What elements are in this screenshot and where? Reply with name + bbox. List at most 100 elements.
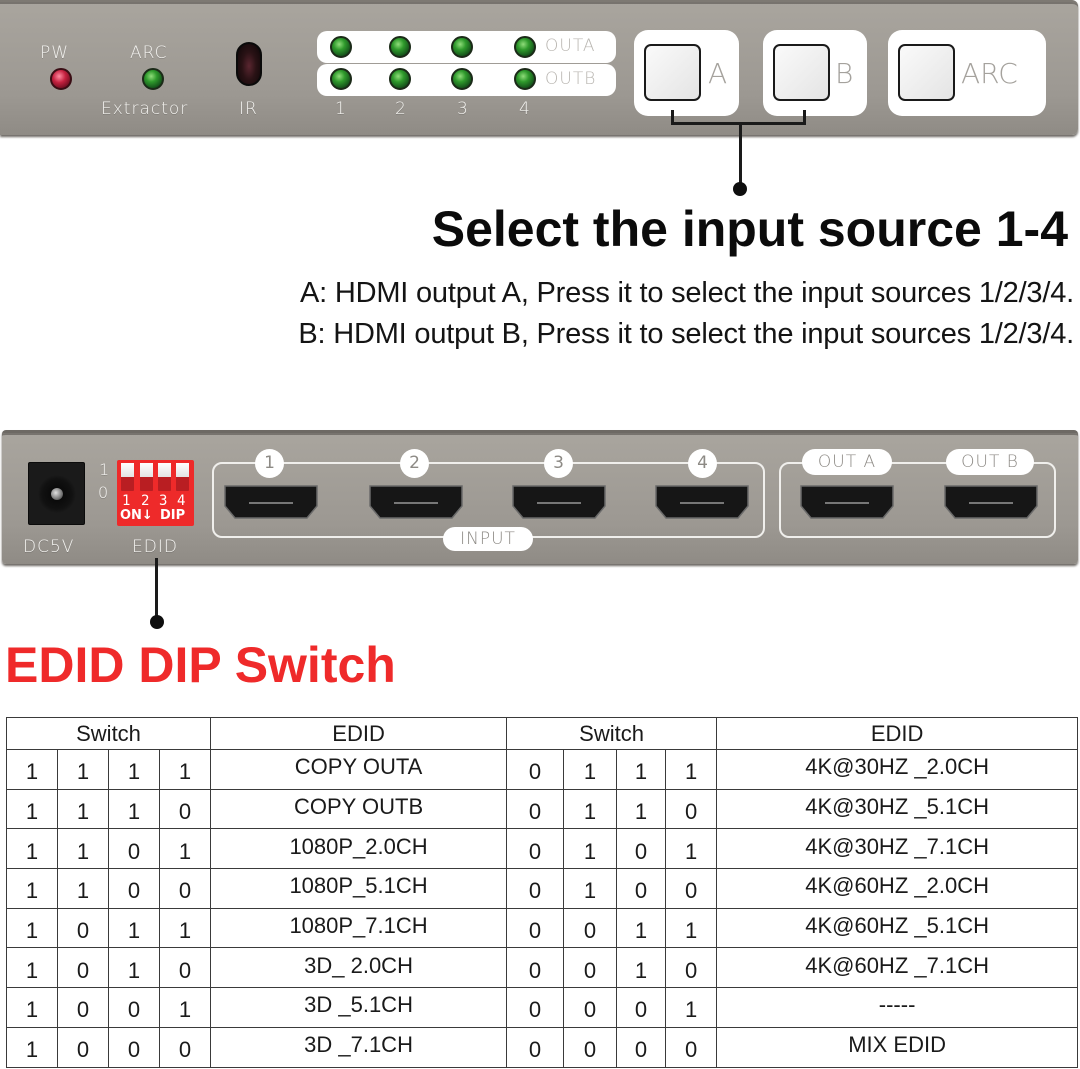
- switch-bit: 0: [57, 907, 109, 949]
- button-b-key-icon[interactable]: [773, 44, 830, 101]
- switch-bit: 1: [108, 947, 160, 989]
- dip-knob-2-icon[interactable]: [140, 463, 153, 477]
- switch-bit: 1: [6, 749, 58, 790]
- table-row: 1 0 0 0 3D _7.1CH 0 0 0 0 MIX EDID: [6, 1026, 1079, 1068]
- dip-knob-1-icon[interactable]: [121, 463, 134, 477]
- dc-jack-pin-icon: [51, 488, 63, 500]
- edid-value: 3D_ 2.0CH: [210, 947, 508, 989]
- header-edid-right: EDID: [716, 717, 1079, 750]
- button-a-label: A: [708, 57, 728, 90]
- switch-bit: 1: [616, 907, 667, 949]
- switch-bit: 0: [665, 1026, 718, 1068]
- edid-dip-switch[interactable]: 1 2 3 4 ON↓ DIP: [117, 460, 194, 526]
- led-outa-4-icon: [514, 36, 536, 58]
- power-label: PW: [40, 43, 70, 63]
- switch-bit: 1: [158, 828, 212, 870]
- switch-bit: 1: [6, 907, 58, 949]
- switch-bit: 0: [563, 987, 618, 1028]
- dip-state-1-label: 1: [99, 460, 111, 479]
- switch-bit: 0: [665, 868, 718, 909]
- edid-table: Switch EDID Switch EDID 1 1 1 1 COPY OUT…: [5, 717, 1079, 1068]
- table-row: 1 1 0 1 1080P_2.0CH 0 1 0 1 4K@30HZ _7.1…: [6, 828, 1079, 870]
- dip-slot-4[interactable]: [176, 463, 189, 491]
- switch-bit: 1: [616, 947, 667, 989]
- switch-bit: 1: [6, 1026, 58, 1068]
- hdmi-input-3-port-icon: [512, 485, 606, 519]
- edid-value: 4K@30HZ _7.1CH: [716, 828, 1079, 870]
- hdmi-out-a-port-icon: [800, 485, 894, 519]
- switch-bit: 0: [108, 868, 160, 909]
- edid-value: 4K@60HZ _2.0CH: [716, 868, 1079, 909]
- switch-bit: 1: [563, 788, 618, 830]
- edid-value: COPY OUTB: [210, 788, 508, 830]
- input-source-heading: Select the input source 1-4: [431, 201, 1068, 257]
- switch-bit: 0: [563, 1026, 618, 1068]
- table-row: 1 1 0 0 1080P_5.1CH 0 1 0 0 4K@60HZ _2.0…: [6, 868, 1079, 909]
- table-row: 1 0 0 1 3D _5.1CH 0 0 0 1 -----: [6, 987, 1079, 1028]
- callout-bracket: [671, 110, 674, 125]
- dip-number-4: 4: [177, 493, 186, 509]
- switch-bit: 1: [665, 987, 718, 1028]
- dip-dip-text: DIP: [160, 508, 186, 523]
- switch-bit: 0: [616, 828, 667, 870]
- arc-led-icon: [142, 68, 164, 90]
- switch-bit: 0: [108, 828, 160, 870]
- outa-row-label: OUTA: [545, 36, 596, 56]
- dc-power-jack-icon: [28, 462, 85, 525]
- ir-receiver-icon: [236, 42, 262, 86]
- switch-bit: 1: [108, 907, 160, 949]
- front-panel: PW ARC Extractor IR OUTA OUTB 1 2 3 4 A …: [0, 0, 1078, 135]
- edid-callout-dot-icon: [150, 615, 164, 629]
- dc-jack-hole: [38, 475, 76, 513]
- switch-bit: 1: [616, 788, 667, 830]
- edid-value: 4K@30HZ _5.1CH: [716, 788, 1079, 830]
- dip-number-1: 1: [122, 493, 131, 509]
- switch-bit: 0: [616, 868, 667, 909]
- switch-bit: 0: [57, 947, 109, 989]
- switch-bit: 1: [6, 868, 58, 909]
- dip-on-text: ON↓: [120, 508, 153, 523]
- switch-bit: 1: [665, 907, 718, 949]
- dip-slot-1[interactable]: [121, 463, 134, 491]
- switch-bit: 1: [57, 749, 109, 790]
- switch-bit: 0: [506, 947, 565, 989]
- dip-number-3: 3: [159, 493, 168, 509]
- led-outa-2-icon: [389, 36, 411, 58]
- dip-slot-2[interactable]: [140, 463, 153, 491]
- switch-bit: 0: [506, 987, 565, 1028]
- callout-dot-icon: [733, 182, 747, 196]
- led-strip-outa: OUTA: [317, 31, 616, 63]
- switch-bit: 0: [665, 788, 718, 830]
- dip-knob-3-icon[interactable]: [158, 463, 171, 477]
- dip-slot-3[interactable]: [158, 463, 171, 491]
- button-arc-key-icon[interactable]: [898, 44, 955, 101]
- hdmi-input-2-port-icon: [369, 485, 463, 519]
- outb-row-label: OUTB: [545, 69, 597, 89]
- callout-bracket: [671, 122, 806, 125]
- switch-bit: 0: [563, 907, 618, 949]
- button-b[interactable]: B: [763, 30, 867, 116]
- dip-knob-4-icon[interactable]: [176, 463, 189, 477]
- edid-value: 1080P_2.0CH: [210, 828, 508, 870]
- switch-bit: 0: [506, 749, 565, 790]
- button-arc[interactable]: ARC: [888, 30, 1046, 116]
- switch-bit: 1: [158, 907, 212, 949]
- rear-panel: DC5V 1 0 1 2 3 4 ON↓ DIP EDID 1 2 3 4 IN…: [2, 430, 1078, 564]
- led-outa-1-icon: [330, 36, 352, 58]
- button-a-key-icon[interactable]: [644, 44, 701, 101]
- switch-bit: 1: [108, 788, 160, 830]
- switch-bit: 1: [563, 749, 618, 790]
- led-col-3-label: 3: [457, 99, 469, 119]
- switch-bit: 0: [506, 907, 565, 949]
- input-port-3-number: 3: [544, 449, 573, 478]
- switch-bit: 1: [6, 828, 58, 870]
- hdmi-out-b-port-icon: [944, 485, 1038, 519]
- switch-bit: 1: [158, 749, 212, 790]
- switch-bit: 1: [57, 788, 109, 830]
- edid-value: 3D _5.1CH: [210, 987, 508, 1028]
- switch-bit: 0: [158, 947, 212, 989]
- switch-bit: 1: [158, 987, 212, 1028]
- switch-bit: 0: [158, 868, 212, 909]
- button-a[interactable]: A: [634, 30, 739, 116]
- arc-extractor-label: Extractor: [101, 99, 189, 119]
